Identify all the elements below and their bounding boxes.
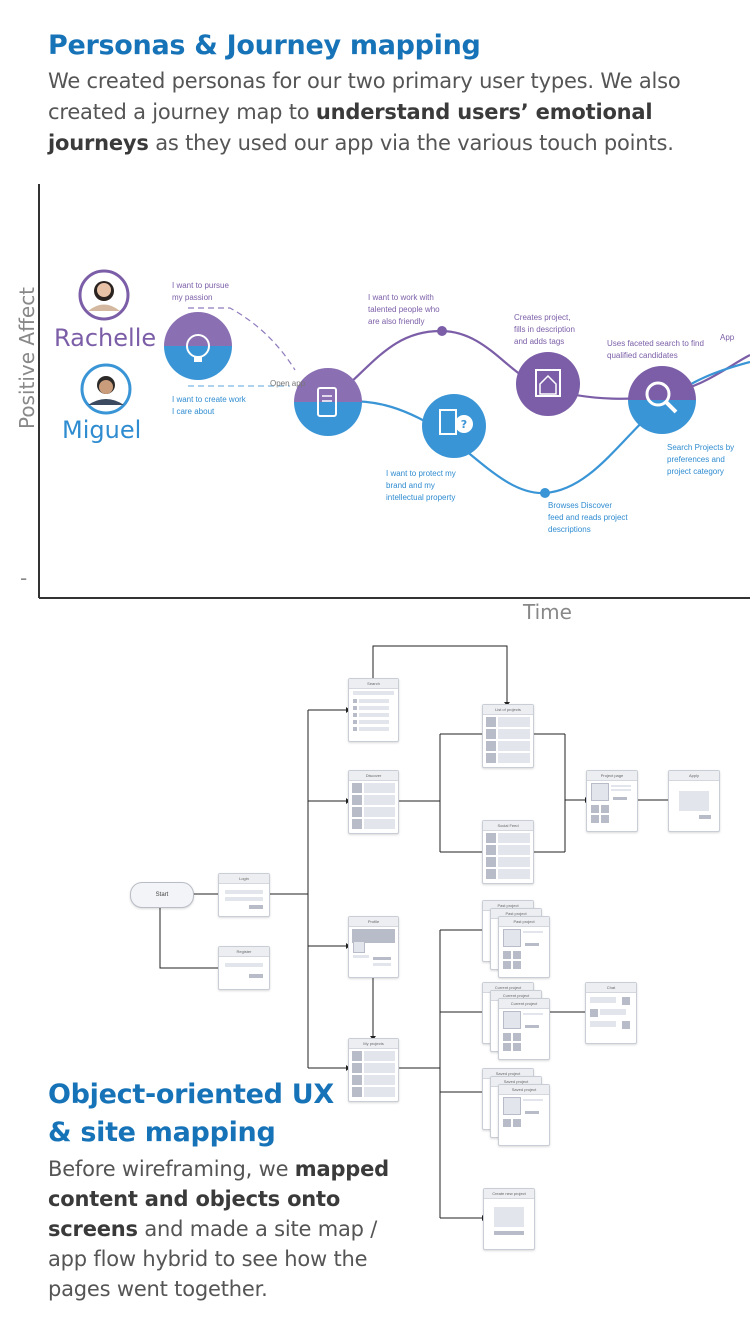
- annotation-line: Search Projects by: [667, 443, 735, 452]
- annotation-line: Creates project,: [514, 313, 571, 322]
- journey-map: ? Positive Affect - Time Rachelle Miguel…: [0, 180, 750, 630]
- screen-chat: Chat: [585, 982, 637, 1044]
- screen-title: Chat: [586, 983, 636, 993]
- annotation-line: I want to protect my: [386, 469, 456, 478]
- annotation-line: Browses Discover: [548, 501, 613, 510]
- screen-social-feed: Social Feed: [482, 820, 534, 884]
- intro-bold-1: understand users’ emotional journeys: [48, 100, 653, 155]
- annotation-search-projects: Search Projects by preferences and proje…: [667, 442, 734, 478]
- y-axis-tick: -: [20, 566, 28, 590]
- section-title-line-2: & site mapping: [48, 1117, 276, 1148]
- intro-text-1: Before wireframing, we: [48, 1157, 295, 1181]
- screen-title: List of projects: [483, 705, 533, 715]
- section-title-personas: Personas & Journey mapping: [48, 30, 481, 61]
- persona-name-miguel: Miguel: [62, 416, 142, 444]
- screen-title: Create new project: [484, 1189, 534, 1199]
- screen-login: Login: [218, 873, 270, 917]
- annotation-open-app: Open app: [270, 379, 306, 388]
- annotation-app-cut: App: [720, 333, 735, 342]
- intro-text-1: We created personas for our two primary …: [48, 69, 681, 124]
- annotation-browses: Browses Discover feed and reads project …: [548, 500, 628, 536]
- screen-title: Discover: [349, 771, 398, 781]
- annotation-line: Uses faceted search to find: [607, 339, 704, 348]
- annotation-line: talented people who: [368, 305, 440, 314]
- annotation-line: feed and reads project: [548, 513, 628, 522]
- section-intro-object-ux: Before wireframing, we mapped content an…: [48, 1154, 420, 1304]
- screen-create-new-project: Create new project: [483, 1188, 535, 1250]
- screen-title: Register: [219, 947, 269, 957]
- annotation-line: I want to work with: [368, 293, 434, 302]
- annotation-line: qualified candidates: [607, 351, 678, 360]
- annotation-line: and adds tags: [514, 337, 565, 346]
- persona-name-rachelle: Rachelle: [54, 324, 157, 352]
- annotation-line: preferences and: [667, 455, 725, 464]
- journey-map-graphic: ?: [38, 184, 750, 599]
- screen-past-project: Past project: [498, 916, 550, 978]
- screen-title: Project page: [587, 771, 637, 781]
- y-axis-label: Positive Affect: [15, 286, 39, 430]
- screen-title: Social Feed: [483, 821, 533, 831]
- annotation-line: I want to pursue: [172, 281, 229, 290]
- screen-title: Past project: [499, 917, 549, 927]
- intro-text-2: and made a site map / app flow hybrid to…: [48, 1217, 378, 1301]
- start-node-label: Start: [155, 892, 169, 898]
- screen-title: Saved project: [499, 1085, 549, 1095]
- screen-list-of-projects: List of projects: [482, 704, 534, 768]
- screen-register: Register: [218, 946, 270, 990]
- intro-text-2: as they used our app via the various tou…: [148, 131, 674, 155]
- screen-title: Search: [349, 679, 398, 689]
- screen-my-projects: My projects: [348, 1038, 399, 1102]
- annotation-work-with: I want to work with talented people who …: [368, 292, 440, 328]
- annotation-creates-project: Creates project, fills in description an…: [514, 312, 575, 348]
- svg-text:?: ?: [461, 418, 467, 431]
- annotation-line: brand and my: [386, 481, 435, 490]
- annotation-line: my passion: [172, 293, 213, 302]
- screen-title: Current project: [499, 999, 549, 1009]
- section-title-line-1: Object-oriented UX: [48, 1079, 334, 1110]
- site-map: Start Login Register Search Discover Pro…: [0, 630, 750, 1334]
- start-node: Start: [130, 882, 194, 908]
- screen-title: My projects: [349, 1039, 398, 1049]
- screen-discover: Discover: [348, 770, 399, 834]
- annotation-line: intellectual property: [386, 493, 456, 502]
- screen-title: Login: [219, 874, 269, 884]
- x-axis-label: Time: [523, 600, 572, 624]
- section-intro-personas: We created personas for our two primary …: [48, 66, 728, 159]
- annotation-line: I care about: [172, 407, 215, 416]
- section-title-object-ux: Object-oriented UX & site mapping: [48, 1076, 334, 1152]
- annotation-faceted: Uses faceted search to find qualified ca…: [607, 338, 704, 362]
- intro-bold-1: mapped content and objects onto screens: [48, 1157, 389, 1241]
- annotation-pursue: I want to pursue my passion: [172, 280, 229, 304]
- annotation-line: fills in description: [514, 325, 575, 334]
- annotation-line: are also friendly: [368, 317, 425, 326]
- screen-title: Apply: [669, 771, 719, 781]
- screen-title: Profile: [349, 917, 398, 927]
- screen-current-project: Current project: [498, 998, 550, 1060]
- annotation-line: descriptions: [548, 525, 591, 534]
- screen-saved-project: Saved project: [498, 1084, 550, 1146]
- screen-apply: Apply: [668, 770, 720, 832]
- annotation-protect: I want to protect my brand and my intell…: [386, 468, 456, 504]
- screen-profile: Profile: [348, 916, 399, 978]
- annotation-line: project category: [667, 467, 724, 476]
- annotation-line: I want to create work: [172, 395, 246, 404]
- screen-project-page: Project page: [586, 770, 638, 832]
- screen-search: Search: [348, 678, 399, 742]
- annotation-create: I want to create work I care about: [172, 394, 246, 418]
